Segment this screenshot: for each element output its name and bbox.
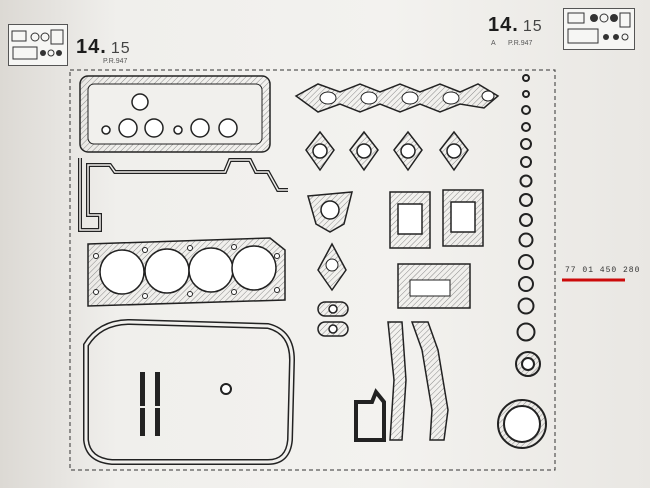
ref-code-left: P.R.947 [103,58,128,65]
ref-code-right: P.R.947 [508,40,533,47]
part-number-label: 77 01 450 280 [565,266,641,275]
section-number-right: 14.15 [488,14,543,36]
left-thumbnail-icon [8,24,68,66]
section-letter-right: A [491,40,496,47]
right-thumbnail-icon [563,8,635,50]
section-number-left: 14.15 [76,36,131,58]
